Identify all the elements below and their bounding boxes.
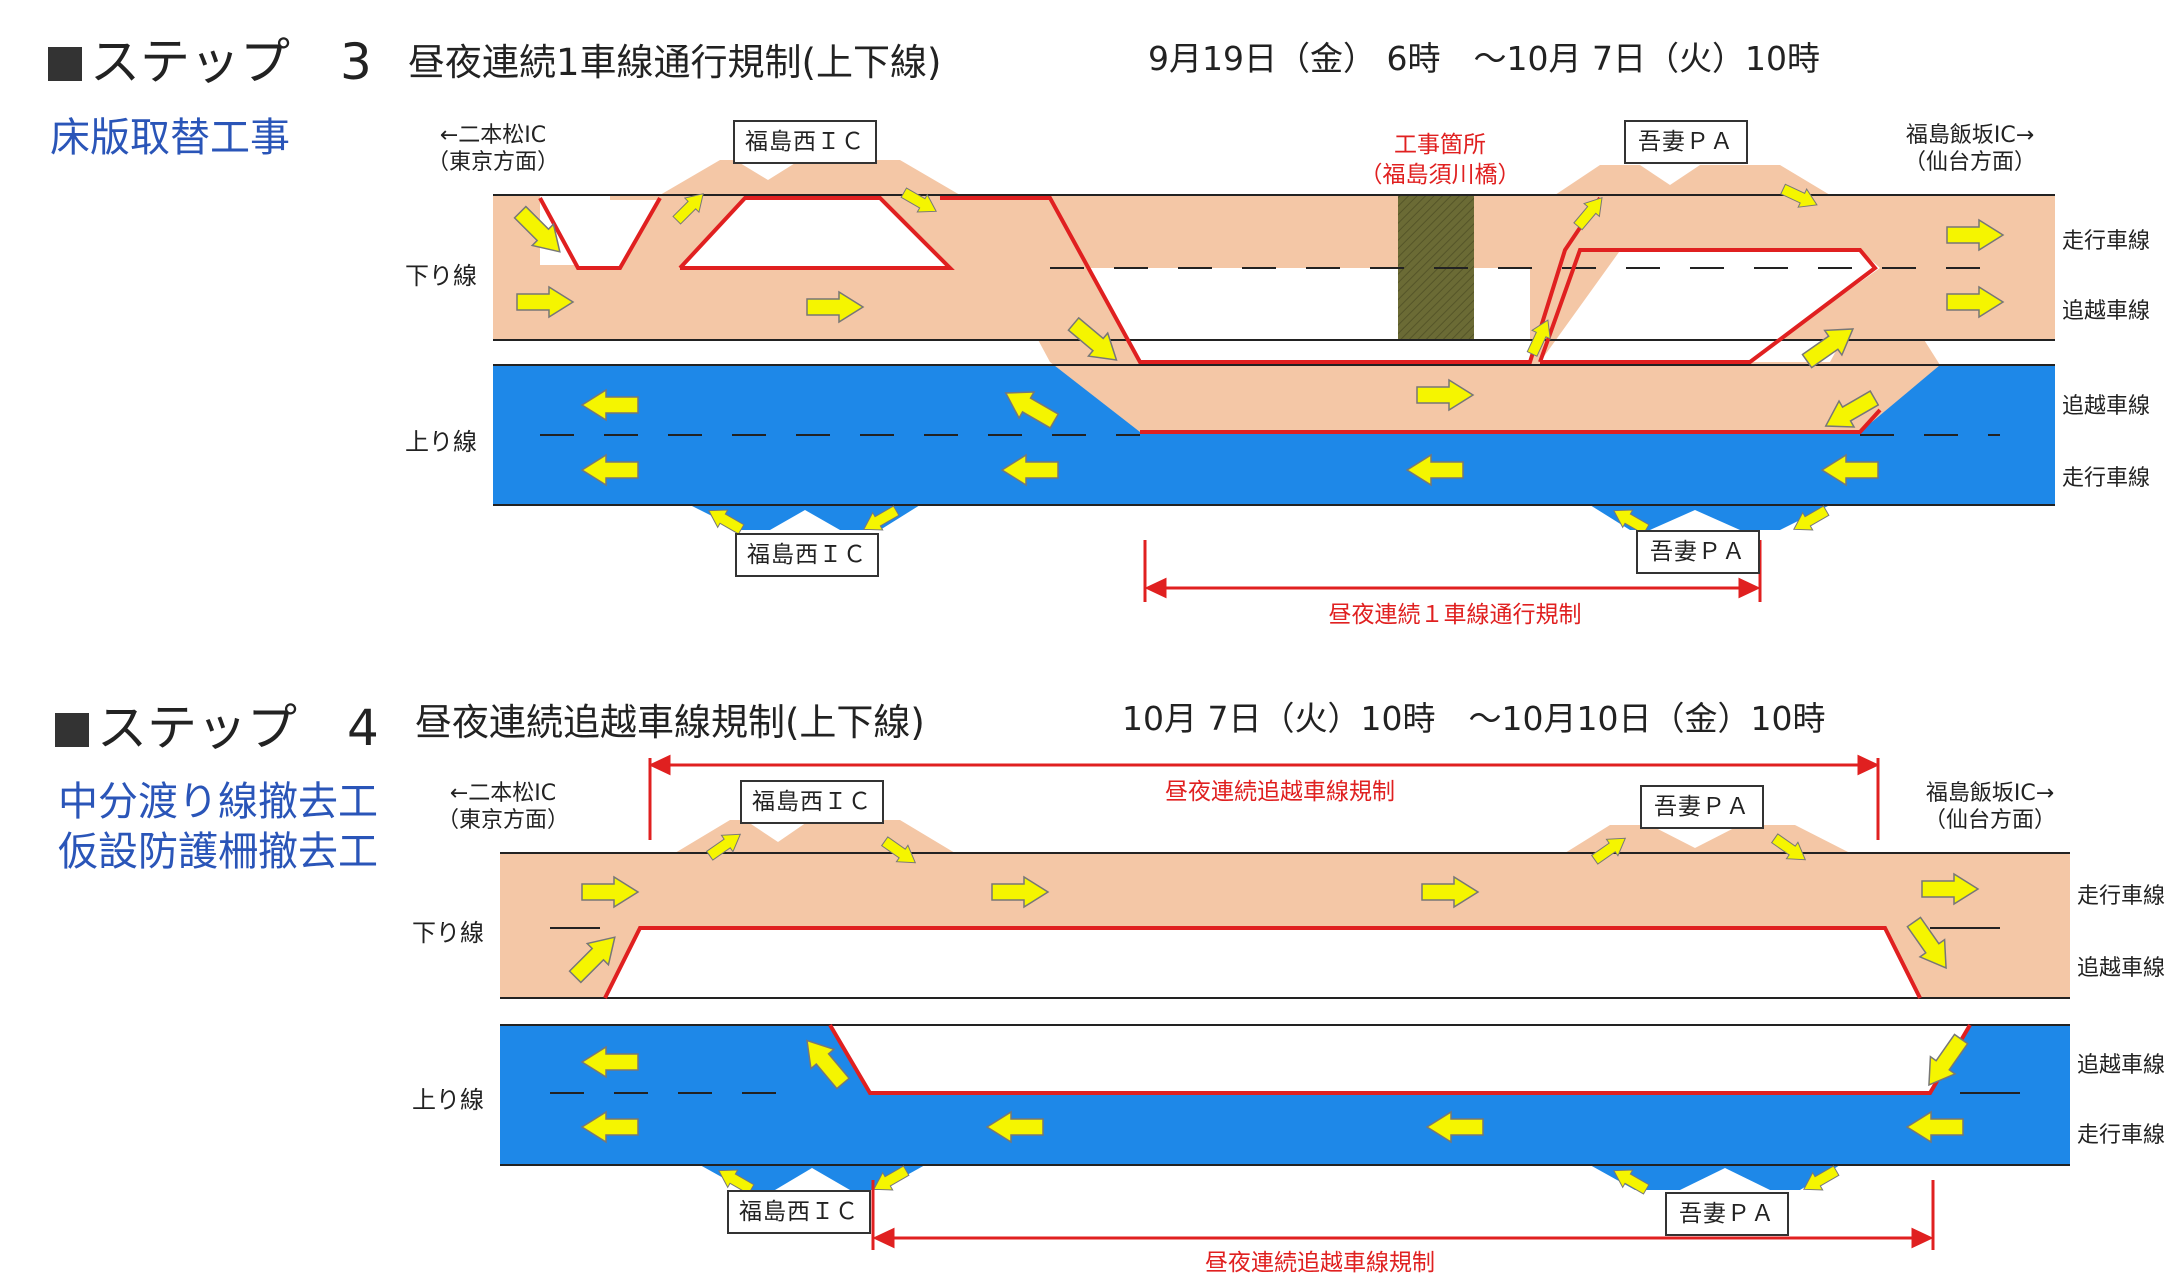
step3-crossover xyxy=(960,195,1940,432)
step3-title: ステップ 3 xyxy=(48,22,372,94)
step3-lane-label: 走行車線 xyxy=(2062,466,2151,491)
step4-down-line-label: 下り線 xyxy=(412,919,484,947)
step4-up-line-label: 上り線 xyxy=(412,1086,484,1114)
step3-pa-top-label: 吾妻ＰＡ xyxy=(1624,120,1748,164)
step4-lane-label: 走行車線 xyxy=(2077,1123,2166,1148)
square-bullet-icon xyxy=(48,47,82,81)
step4-lane-label: 走行車線 xyxy=(2077,884,2166,909)
step3-work: 床版取替工事 xyxy=(50,115,290,161)
step4-diagram xyxy=(500,754,2070,1250)
step4-left-direction: ←二本松IC （東京方面） xyxy=(436,781,569,833)
step3-up-line-label: 上り線 xyxy=(405,428,477,456)
step4-lane-label: 追越車線 xyxy=(2077,1053,2166,1078)
step3-lane-label: 追越車線 xyxy=(2062,394,2151,419)
step3-pa-bottom-label: 吾妻ＰＡ xyxy=(1636,530,1760,574)
construction-label: 工事箇所 （福島須川橋） xyxy=(1359,132,1521,188)
step4-period: 10月 7日（火）10時 ～10月10日（金）10時 xyxy=(1122,699,1826,738)
step4-lane-label: 追越車線 xyxy=(2077,956,2166,981)
step4-top-regulation-label: 昼夜連続追越車線規制 xyxy=(1165,779,1395,805)
step3-left-direction: ←二本松IC （東京方面） xyxy=(426,123,559,175)
step4-pa-top-label: 吾妻ＰＡ xyxy=(1640,785,1764,829)
step4-pa-bottom-label: 吾妻ＰＡ xyxy=(1665,1192,1789,1236)
square-bullet-icon xyxy=(55,713,89,747)
step4-ic-bottom-label: 福島西ＩＣ xyxy=(727,1190,871,1234)
step3-subtitle: 昼夜連続1車線通行規制(上下線) xyxy=(408,41,942,84)
step3-lane-label: 追越車線 xyxy=(2062,299,2151,324)
step4-bottom-regulation-label: 昼夜連続追越車線規制 xyxy=(1205,1250,1435,1276)
step3-down-line-label: 下り線 xyxy=(405,262,477,290)
step4-right-direction: 福島飯坂IC→ （仙台方面） xyxy=(1923,781,2056,833)
step4-ic-top-label: 福島西ＩＣ xyxy=(740,780,884,824)
step3-regulation-label: 昼夜連続１車線通行規制 xyxy=(1328,602,1582,628)
step3-right-direction: 福島飯坂IC→ （仙台方面） xyxy=(1903,123,2036,175)
step3-ic-top-label: 福島西ＩＣ xyxy=(733,120,877,164)
step3-diagram xyxy=(493,160,2055,602)
step4-work: 中分渡り線撤去工 仮設防護柵撤去工 xyxy=(58,779,378,875)
step4-subtitle: 昼夜連続追越車線規制(上下線) xyxy=(415,701,925,744)
step3-period: 9月19日（金） 6時 ～10月 7日（火）10時 xyxy=(1148,39,1820,78)
step4-title: ステップ 4 xyxy=(55,688,379,760)
step3-ic-bottom-label: 福島西ＩＣ xyxy=(735,533,879,577)
step3-lane-label: 走行車線 xyxy=(2062,229,2151,254)
